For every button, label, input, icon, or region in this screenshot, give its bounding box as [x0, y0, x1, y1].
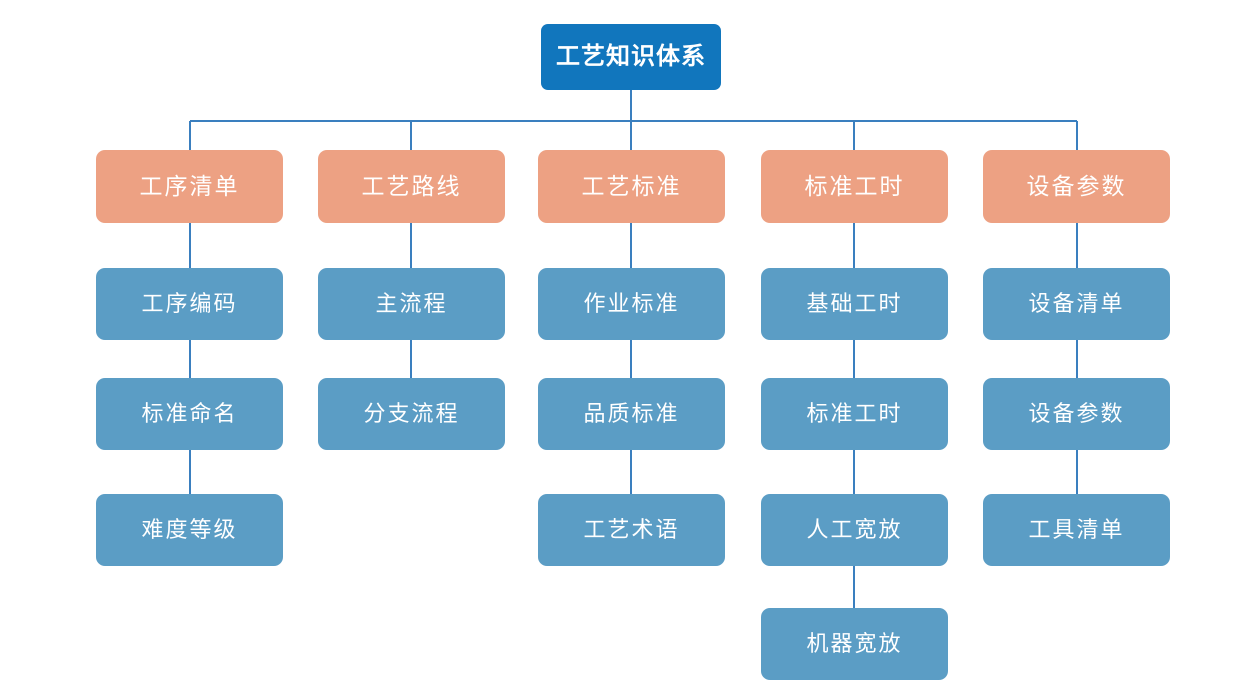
- node-branch-4-child-1[interactable]: 基础工时: [761, 268, 948, 340]
- node-branch-2[interactable]: 工艺路线: [318, 150, 505, 223]
- node-branch-4-child-2[interactable]: 标准工时: [761, 378, 948, 450]
- node-branch-4-child-3[interactable]: 人工宽放: [761, 494, 948, 566]
- node-branch-4[interactable]: 标准工时: [761, 150, 948, 223]
- node-branch-1-child-3[interactable]: 难度等级: [96, 494, 283, 566]
- node-branch-5-child-1[interactable]: 设备清单: [983, 268, 1170, 340]
- node-branch-5-child-2[interactable]: 设备参数: [983, 378, 1170, 450]
- node-branch-1-child-2[interactable]: 标准命名: [96, 378, 283, 450]
- node-root[interactable]: 工艺知识体系: [541, 24, 721, 90]
- node-branch-5[interactable]: 设备参数: [983, 150, 1170, 223]
- node-branch-3-child-1[interactable]: 作业标准: [538, 268, 725, 340]
- node-branch-2-child-1[interactable]: 主流程: [318, 268, 505, 340]
- node-branch-3-child-2[interactable]: 品质标准: [538, 378, 725, 450]
- node-branch-3-child-3[interactable]: 工艺术语: [538, 494, 725, 566]
- node-branch-4-child-4[interactable]: 机器宽放: [761, 608, 948, 680]
- node-branch-3[interactable]: 工艺标准: [538, 150, 725, 223]
- node-branch-1-child-1[interactable]: 工序编码: [96, 268, 283, 340]
- node-branch-2-child-2[interactable]: 分支流程: [318, 378, 505, 450]
- node-branch-5-child-3[interactable]: 工具清单: [983, 494, 1170, 566]
- node-branch-1[interactable]: 工序清单: [96, 150, 283, 223]
